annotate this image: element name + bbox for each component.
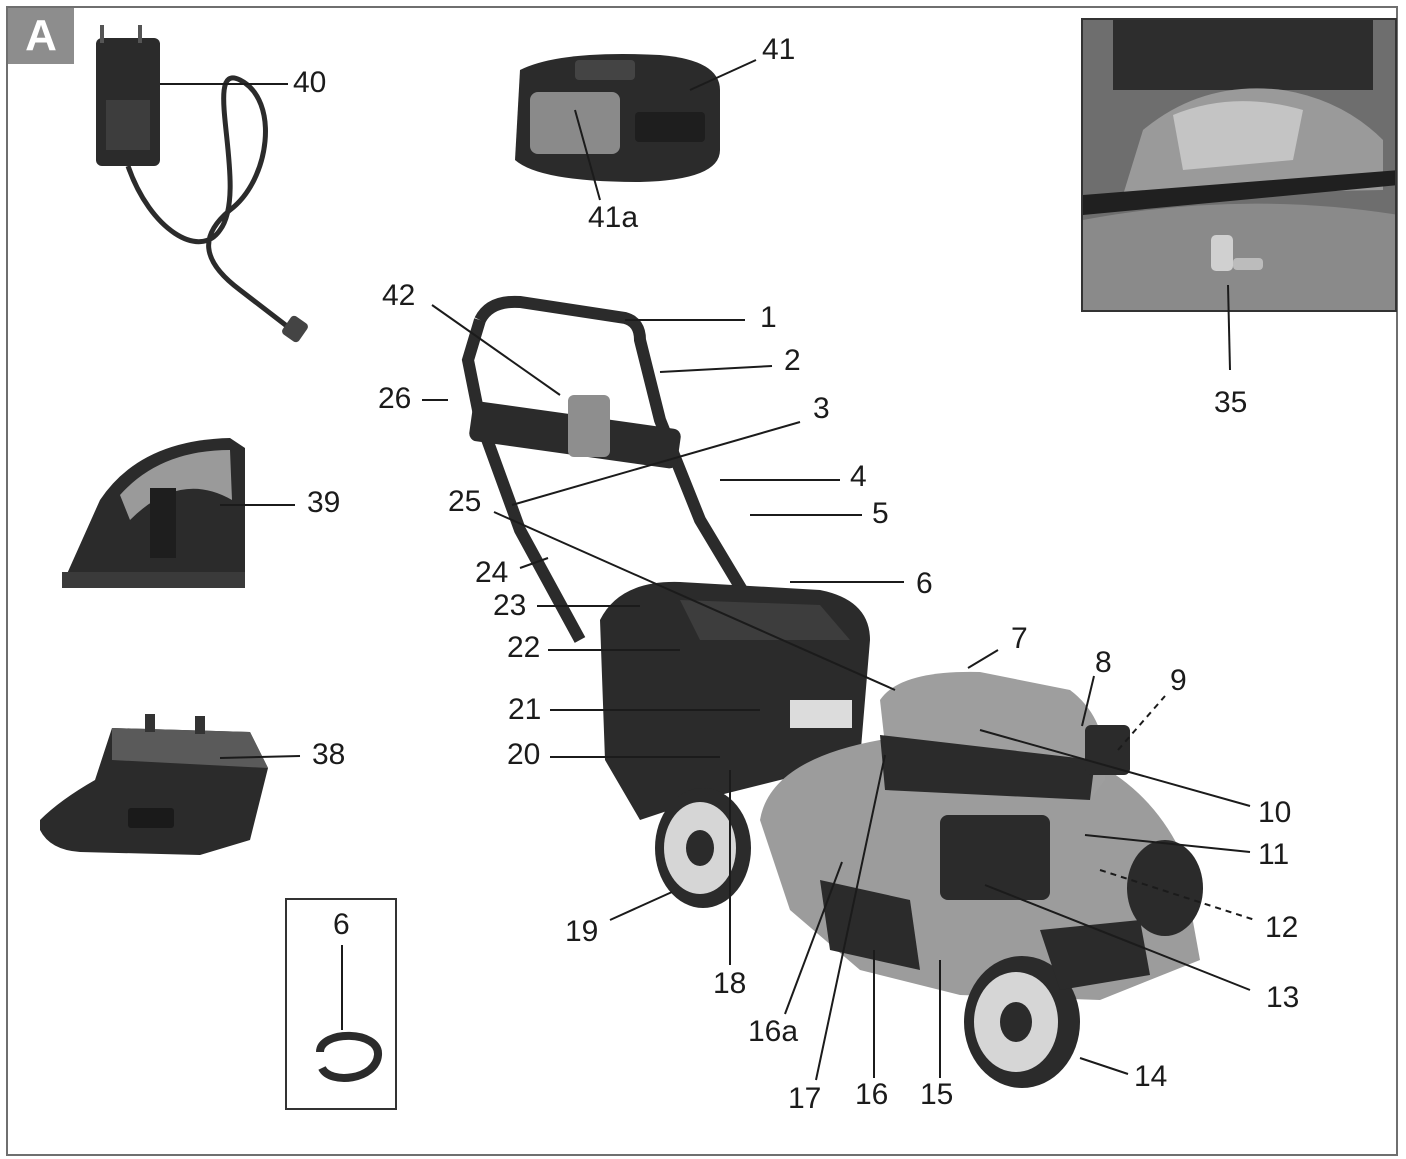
- callout-17: 17: [788, 1082, 822, 1115]
- callout-12: 12: [1265, 911, 1299, 944]
- leader-lines: [160, 59, 1256, 1081]
- callout-6: 6: [916, 567, 933, 600]
- callout-5: 5: [872, 497, 889, 530]
- charger-illustration: [96, 25, 308, 343]
- callout-41a: 41a: [588, 201, 639, 234]
- callout-6-detail: 6: [333, 908, 350, 941]
- callout-10: 10: [1258, 796, 1292, 829]
- callout-38: 38: [312, 738, 346, 771]
- figure-frame: [6, 6, 1398, 1156]
- callout-8: 8: [1095, 646, 1112, 679]
- inset-illustration: [1083, 20, 1395, 310]
- callout-13: 13: [1266, 981, 1300, 1014]
- callout-19: 19: [565, 915, 599, 948]
- callout-20: 20: [507, 738, 541, 771]
- mower-illustration: [461, 295, 1203, 1088]
- callout-39: 39: [307, 486, 341, 519]
- callout-23: 23: [493, 589, 527, 622]
- figure-badge: A: [8, 8, 74, 64]
- callout-18: 18: [713, 967, 747, 1000]
- callout-3: 3: [813, 392, 830, 425]
- mulch-insert-illustration: [40, 714, 268, 855]
- collector-lid-illustration: [62, 438, 245, 588]
- callout-14: 14: [1134, 1060, 1168, 1093]
- callout-15: 15: [920, 1078, 954, 1111]
- callout-9: 9: [1170, 664, 1187, 697]
- callout-11: 11: [1258, 838, 1290, 871]
- callout-21: 21: [508, 693, 542, 726]
- callout-16: 16: [855, 1078, 889, 1111]
- clip-detail-box: [285, 898, 397, 1110]
- callout-7: 7: [1011, 622, 1028, 655]
- callout-4: 4: [850, 460, 867, 493]
- callout-42: 42: [382, 279, 416, 312]
- inset-photo-valve: [1081, 18, 1397, 312]
- callout-25: 25: [448, 485, 482, 518]
- callout-2: 2: [784, 344, 801, 377]
- callout-35: 35: [1214, 386, 1248, 419]
- callout-24: 24: [475, 556, 509, 589]
- callout-41: 41: [762, 33, 796, 66]
- battery-illustration: [515, 54, 720, 182]
- callout-1: 1: [760, 301, 777, 334]
- callout-22: 22: [507, 631, 541, 664]
- callout-26: 26: [378, 382, 412, 415]
- callout-40: 40: [293, 66, 327, 99]
- callout-16a: 16a: [748, 1015, 799, 1048]
- clip-illustration: [316, 1031, 382, 1082]
